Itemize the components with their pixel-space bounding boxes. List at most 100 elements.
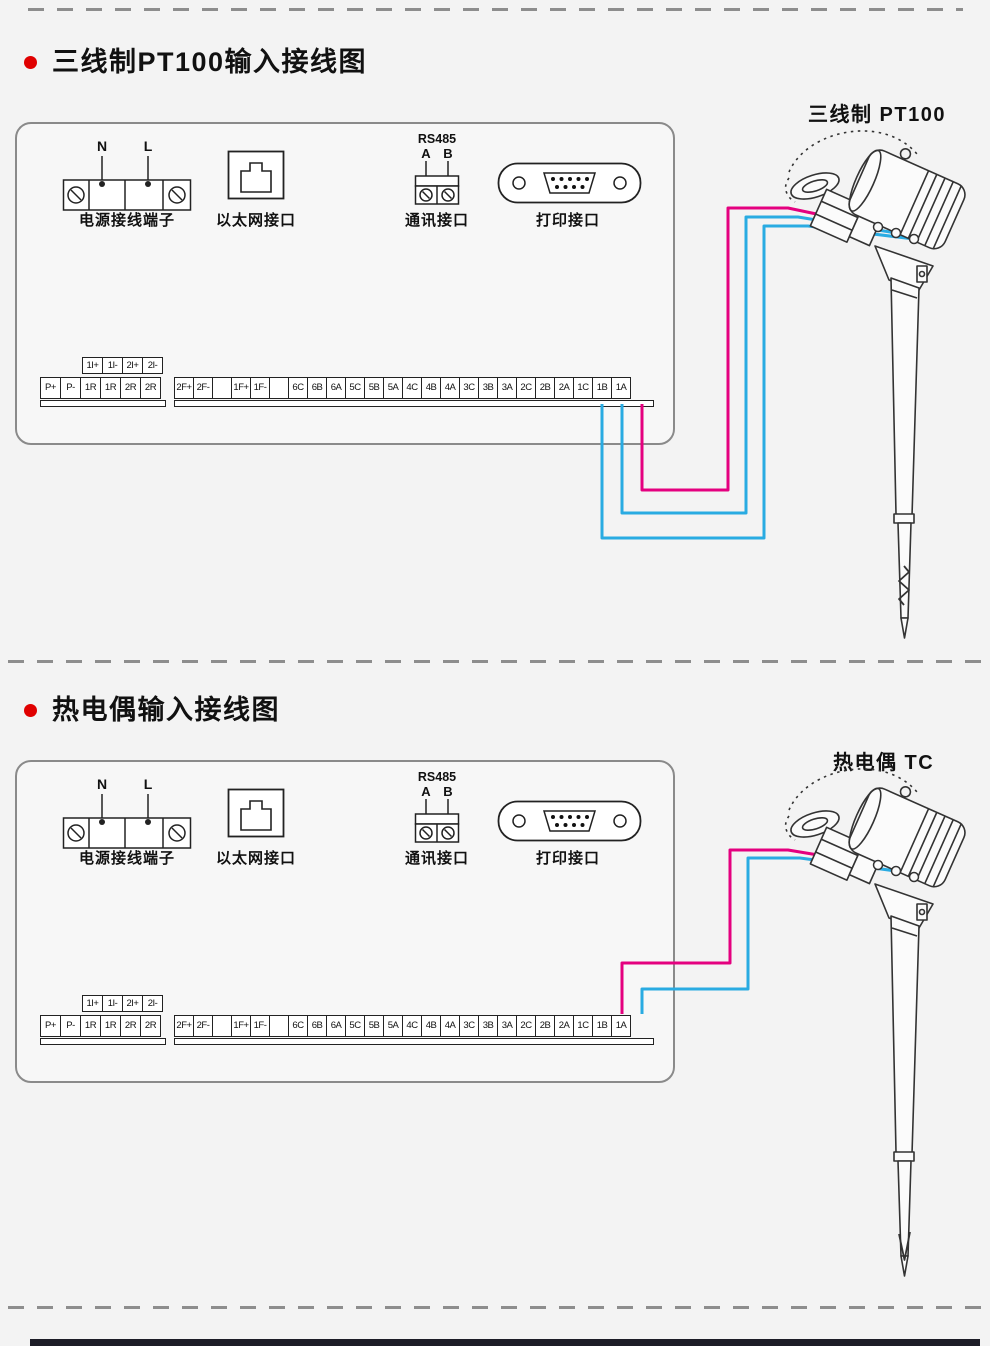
ethernet-port-icon (227, 788, 285, 838)
terminal-cell: 2I- (142, 357, 163, 374)
head-terminal-screws (872, 221, 920, 245)
printer-port-icon (497, 800, 642, 842)
terminal-cell: 1R (80, 377, 101, 399)
printer-port-icon (497, 162, 642, 204)
terminal-cell: 2I+ (122, 357, 143, 374)
tc-junction-v (898, 1231, 911, 1261)
terminal-cell (212, 377, 232, 399)
terminal-cell: 5C (345, 377, 365, 399)
terminal-cell: 4B (421, 1015, 441, 1037)
power-terminal-icon: N L (62, 776, 192, 849)
terminal-cell: 1I- (102, 357, 123, 374)
power-n-label: N (97, 138, 107, 154)
rs485-a-label: A (421, 784, 431, 799)
terminal-cell: 3C (459, 377, 479, 399)
probe-band (893, 1151, 915, 1162)
terminal-cell: 4C (402, 1015, 422, 1037)
rs485-terminal-icon: RS485 A B (414, 770, 460, 843)
ethernet-port-label: 以太网接口 (215, 850, 296, 867)
terminal-cell: 5B (364, 377, 384, 399)
terminal-cell: 1F+ (231, 377, 251, 399)
terminal-cell: P- (60, 377, 81, 399)
terminal-cell: 1F- (250, 377, 270, 399)
section2-title: 热电偶输入接线图 (52, 695, 280, 725)
rs485-a-label: A (421, 146, 431, 161)
rs485-b-label: B (443, 784, 452, 799)
terminal-cell: 1C (573, 1015, 593, 1037)
terminal-cell (269, 1015, 289, 1037)
terminal-cell: 2R (140, 377, 161, 399)
rs485-b-label: B (443, 146, 452, 161)
terminal-cell: 3A (497, 1015, 517, 1037)
terminal-rail (40, 1038, 166, 1045)
terminal-cell: 1F+ (231, 1015, 251, 1037)
terminal-cell: 2A (554, 377, 574, 399)
terminal-cell: 2R (120, 1015, 141, 1037)
power-n-label: N (97, 776, 107, 792)
head-terminal-screws (872, 859, 920, 883)
terminal-cell: 2R (120, 377, 141, 399)
terminal-cell: 2B (535, 377, 555, 399)
power-terminal-label: 电源接线端子 (78, 850, 175, 867)
comm-port-label: 通讯接口 (404, 850, 469, 867)
terminal-cell: 5C (345, 1015, 365, 1037)
rs485-terminal-icon: RS485 A B (414, 132, 460, 205)
terminal-cell (269, 377, 289, 399)
terminal-cell: 1R (80, 1015, 101, 1037)
terminal-cell: 3B (478, 1015, 498, 1037)
terminal-cell: 2I- (142, 995, 163, 1012)
printer-port-label: 打印接口 (535, 212, 600, 229)
terminal-cell: 6A (326, 1015, 346, 1037)
terminal-rail (40, 400, 166, 407)
terminal-cell: P+ (40, 1015, 61, 1037)
terminal-cell: 1C (573, 377, 593, 399)
terminal-cell: 5B (364, 1015, 384, 1037)
rtd-element-zigzag (898, 565, 910, 606)
terminal-cell: 2R (140, 1015, 161, 1037)
section1-sensor-label: 三线制 PT100 (808, 104, 946, 126)
power-l-label: L (144, 138, 153, 154)
terminal-cell: 4B (421, 377, 441, 399)
terminal-cell: 1B (592, 1015, 612, 1037)
terminal-cell: 2F- (193, 377, 213, 399)
terminal-cell: 1R (100, 1015, 121, 1037)
probe-tube (890, 277, 920, 517)
terminal-cell: 6B (307, 1015, 327, 1037)
top-dashed-separator (28, 8, 963, 11)
thermocouple-sensor-illustration (784, 768, 966, 1277)
pt100-sensor-illustration (784, 130, 966, 639)
section1-bullet (24, 56, 37, 69)
power-terminal-icon: N L (62, 138, 192, 211)
probe-tube (890, 915, 920, 1155)
terminal-cell: 1I+ (82, 995, 103, 1012)
terminal-cell (212, 1015, 232, 1037)
recorder-rear-panel-2: N L 电源接线端子 以太网接口 RS485 A B 通 (15, 760, 675, 1083)
comm-port-label: 通讯接口 (404, 212, 469, 229)
current-input-terminal-strip: 1I+1I-2I+2I- (82, 995, 163, 1012)
terminal-cell: 5A (383, 377, 403, 399)
terminal-cell: P- (60, 1015, 81, 1037)
terminal-cell: 6C (288, 377, 308, 399)
terminal-cell: 1B (592, 377, 612, 399)
dotted-cable-loop (788, 768, 918, 811)
terminal-cell: 2C (516, 377, 536, 399)
terminal-cell: 5A (383, 1015, 403, 1037)
recorder-rear-panel-1: N L 电源接线端子 以太网接口 RS485 A B (15, 122, 675, 445)
ethernet-port-icon (227, 150, 285, 200)
power-terminal-label: 电源接线端子 (78, 212, 175, 229)
probe-band (893, 513, 915, 524)
dotted-cable-loop (788, 130, 918, 173)
terminal-cell: 3C (459, 1015, 479, 1037)
terminal-cell: 3A (497, 377, 517, 399)
terminal-cell: 2I+ (122, 995, 143, 1012)
terminal-rail (174, 1038, 654, 1045)
terminal-cell: 2F+ (174, 1015, 194, 1037)
probe-lower-tube (897, 522, 912, 619)
terminal-cell: 2C (516, 1015, 536, 1037)
terminal-cell: 6A (326, 377, 346, 399)
ethernet-port-label: 以太网接口 (215, 212, 296, 229)
section2-bullet (24, 704, 37, 717)
